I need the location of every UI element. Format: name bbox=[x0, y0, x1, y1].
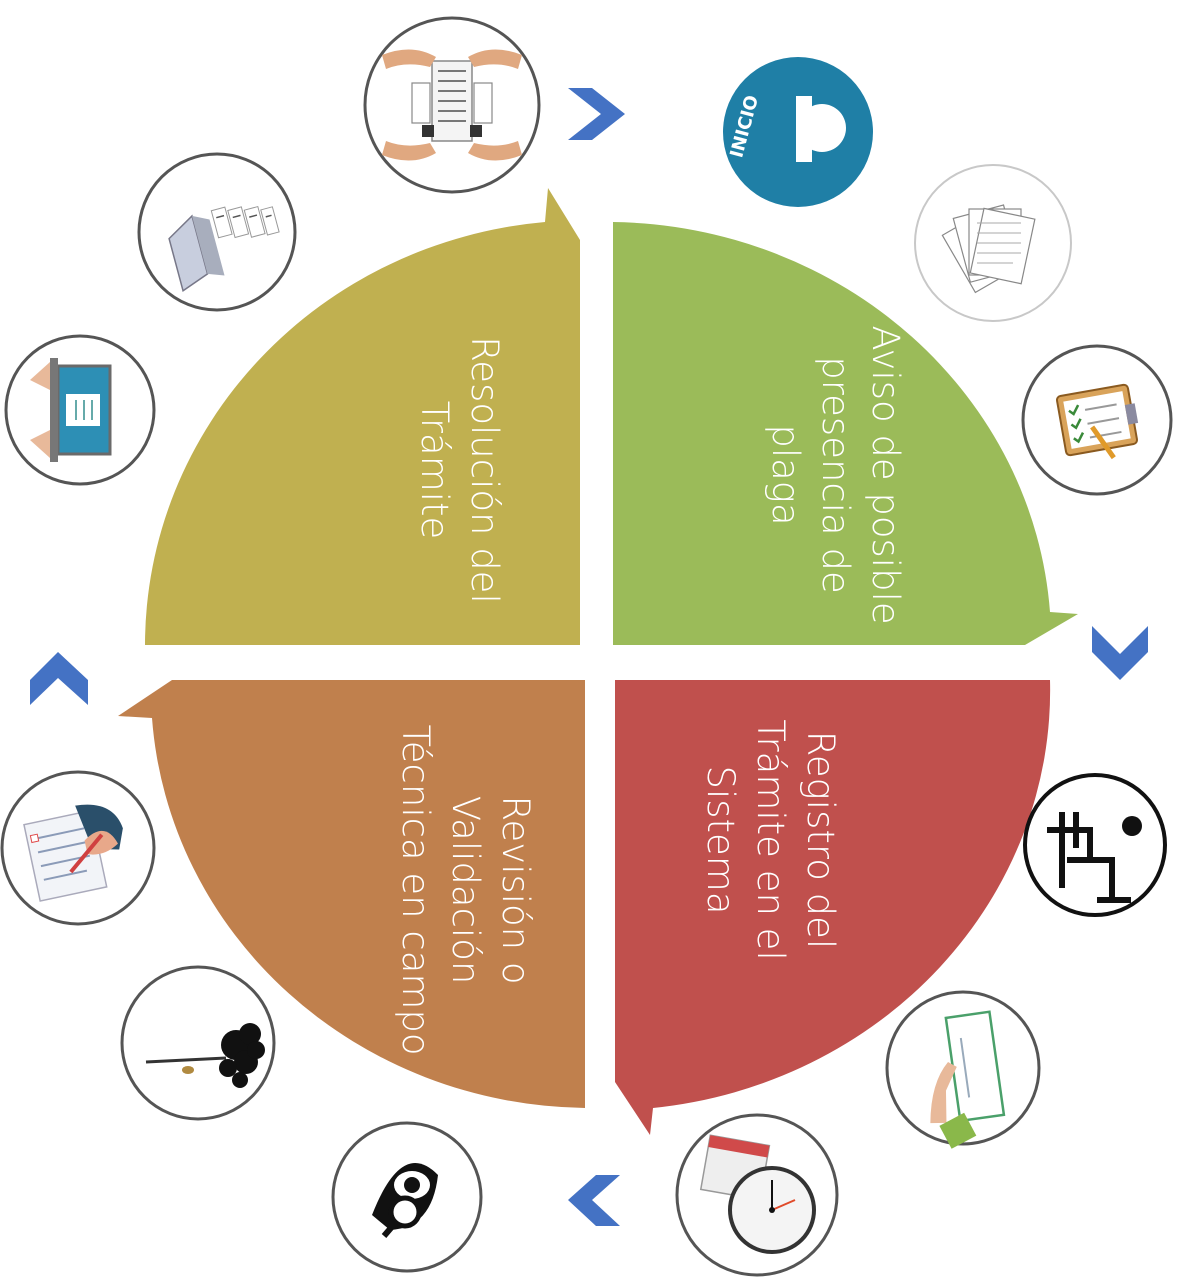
person-at-desk-icon bbox=[1023, 773, 1167, 917]
hands-exchanging-documents-icon bbox=[363, 16, 541, 194]
magnifier-eye-icon bbox=[331, 1121, 483, 1273]
clipboard-checklist-icon bbox=[1021, 344, 1173, 496]
quadrant-revision-line-2: Validación bbox=[444, 796, 487, 985]
quadrant-resolucion-shape bbox=[145, 188, 580, 645]
laptop-document-icon bbox=[4, 334, 156, 486]
quadrant-aviso-line-1: Aviso de posible bbox=[864, 325, 907, 624]
start-icon: INICIO bbox=[723, 57, 873, 207]
quadrant-registro-line-3: Sistema bbox=[699, 765, 742, 914]
quadrant-revision-line-1: Revisión o bbox=[494, 795, 537, 984]
hand-holding-card-icon bbox=[885, 990, 1041, 1149]
quadrant-registro: Registro del Trámite en el Sistema bbox=[615, 680, 1051, 1135]
quadrant-revision-shape bbox=[118, 680, 585, 1108]
quadrant-revision: Revisión o Validación Técnica en campo bbox=[118, 680, 585, 1108]
calendar-clock-icon bbox=[675, 1113, 839, 1277]
quadrant-registro-shape bbox=[615, 680, 1051, 1135]
quadrant-resolucion-line-1: Resolución del bbox=[463, 336, 506, 603]
chevron-down-icon bbox=[1092, 626, 1148, 680]
quadrant-aviso-shape bbox=[613, 222, 1078, 645]
quadrant-aviso: Aviso de posible presencia de plaga bbox=[613, 222, 1078, 645]
quadrant-registro-line-1: Registro del bbox=[799, 731, 842, 949]
printer-output-icon bbox=[137, 152, 297, 312]
quadrant-aviso-line-3: plaga bbox=[764, 424, 807, 525]
hand-writing-form-icon bbox=[0, 770, 156, 926]
quadrant-aviso-line-2: presencia de bbox=[814, 356, 857, 593]
quadrant-resolucion: Resolución del Trámite bbox=[145, 188, 580, 645]
quadrant-revision-line-3: Técnica en campo bbox=[394, 724, 437, 1055]
quadrant-resolucion-line-2: Trámite bbox=[413, 401, 456, 540]
quadrant-registro-line-2: Trámite en el bbox=[749, 719, 792, 960]
chevron-right-icon bbox=[568, 88, 625, 140]
chevron-left-icon bbox=[568, 1175, 620, 1226]
documents-fan-icon bbox=[914, 164, 1072, 322]
tree-branch-icon bbox=[120, 965, 276, 1121]
chevron-up-icon bbox=[30, 652, 88, 705]
